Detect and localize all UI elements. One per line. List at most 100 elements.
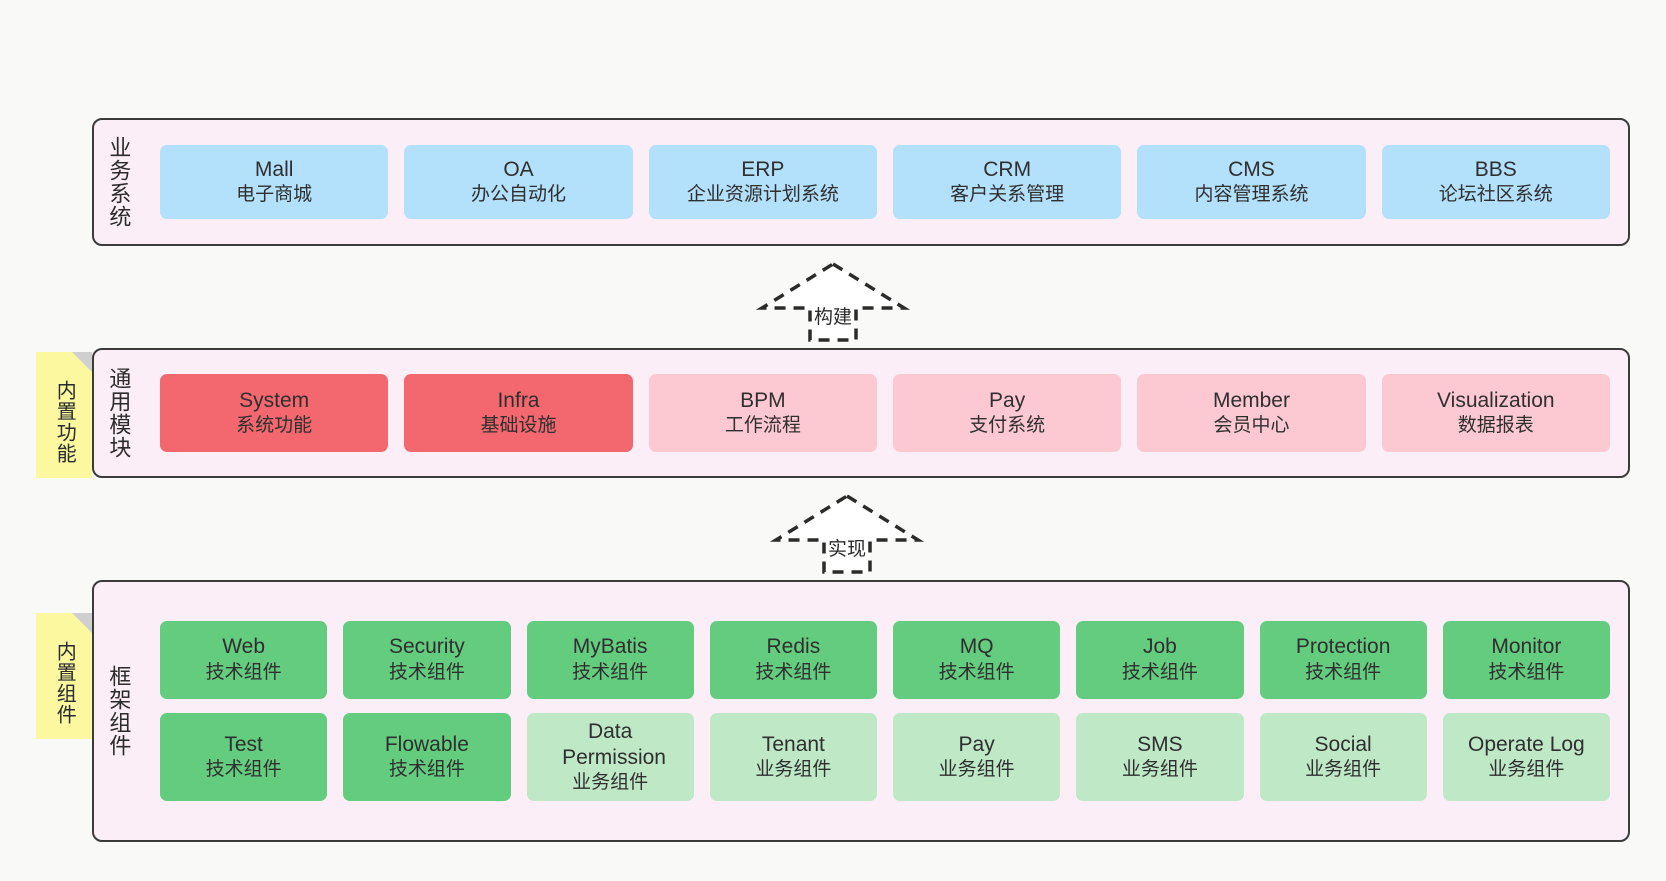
layer-label-business: 业务系统: [106, 136, 132, 228]
node-bpm-title: BPM: [740, 388, 786, 412]
node-system-title: System: [239, 388, 310, 412]
node-system[interactable]: System 系统功能: [160, 374, 389, 452]
node-test[interactable]: Test 技术组件: [160, 712, 328, 802]
node-web-title: Web: [222, 635, 266, 659]
node-pay-module-subtitle: 支付系统: [969, 415, 1046, 437]
connector-build-label: 构建: [813, 307, 853, 328]
node-member-subtitle: 会员中心: [1213, 415, 1290, 437]
node-operate-log-title: Operate Log: [1467, 732, 1585, 756]
node-sms-title: SMS: [1137, 732, 1183, 756]
note-builtin-components-text: 内置组件: [53, 641, 76, 725]
node-flowable[interactable]: Flowable 技术组件: [343, 712, 511, 802]
node-infra-title: Infra: [497, 388, 540, 412]
node-sms-subtitle: 业务组件: [1121, 759, 1198, 781]
layer-business-nodes: Mall 电子商城 OA 办公自动化 ERP 企业资源计划系统 CRM 客户关系…: [142, 120, 1628, 244]
node-crm[interactable]: CRM 客户关系管理: [892, 145, 1122, 219]
node-protection[interactable]: Protection 技术组件: [1259, 620, 1427, 699]
node-redis[interactable]: Redis 技术组件: [709, 620, 877, 699]
framework-row-business: Test 技术组件 Flowable 技术组件 Data Permission …: [152, 712, 1618, 802]
node-infra-subtitle: 基础设施: [480, 415, 557, 437]
node-mybatis[interactable]: MyBatis 技术组件: [526, 620, 694, 699]
framework-row-technical: Web 技术组件 Security 技术组件 MyBatis 技术组件 Redi…: [152, 620, 1618, 699]
node-bbs[interactable]: BBS 论坛社区系统: [1381, 145, 1610, 219]
node-mybatis-title: MyBatis: [572, 635, 648, 659]
node-web-subtitle: 技术组件: [205, 661, 282, 683]
node-operate-log-subtitle: 业务组件: [1488, 759, 1565, 781]
node-tenant-subtitle: 业务组件: [755, 759, 832, 781]
node-member[interactable]: Member 会员中心: [1137, 374, 1366, 452]
node-crm-title: CRM: [983, 157, 1032, 181]
node-visualization[interactable]: Visualization 数据报表: [1381, 374, 1610, 452]
node-sms[interactable]: SMS 业务组件: [1076, 712, 1244, 802]
node-pay-module[interactable]: Pay 支付系统: [892, 374, 1122, 452]
node-bpm[interactable]: BPM 工作流程: [648, 374, 877, 452]
node-flowable-subtitle: 技术组件: [388, 759, 465, 781]
node-pay-module-title: Pay: [989, 388, 1026, 412]
node-tenant[interactable]: Tenant 业务组件: [709, 712, 877, 802]
node-job-title: Job: [1142, 635, 1177, 659]
node-social-title: Social: [1314, 732, 1372, 756]
connector-build: 构建: [755, 260, 911, 342]
node-security[interactable]: Security 技术组件: [343, 620, 511, 699]
node-data-permission[interactable]: Data Permission 业务组件: [526, 712, 694, 802]
node-monitor[interactable]: Monitor 技术组件: [1442, 620, 1610, 699]
layer-label-modules: 通用模块: [106, 367, 132, 459]
node-bpm-subtitle: 工作流程: [724, 415, 801, 437]
node-security-title: Security: [388, 635, 465, 659]
node-tenant-title: Tenant: [761, 732, 825, 756]
node-pay-component[interactable]: Pay 业务组件: [893, 712, 1061, 802]
layer-common-modules: 通用模块 System 系统功能 Infra 基础设施 BPM 工作流程 Pay…: [92, 348, 1630, 478]
node-redis-title: Redis: [766, 635, 821, 659]
node-bbs-subtitle: 论坛社区系统: [1438, 184, 1553, 206]
node-pay-component-subtitle: 业务组件: [938, 759, 1015, 781]
node-mq[interactable]: MQ 技术组件: [893, 620, 1061, 699]
node-mall-title: Mall: [254, 157, 294, 181]
node-redis-subtitle: 技术组件: [755, 661, 832, 683]
node-visualization-subtitle: 数据报表: [1457, 415, 1534, 437]
layer-framework-components: 框架组件 Web 技术组件 Security 技术组件 MyBatis 技术组件…: [92, 580, 1630, 842]
node-mq-title: MQ: [959, 635, 994, 659]
node-monitor-title: Monitor: [1491, 635, 1562, 659]
node-operate-log[interactable]: Operate Log 业务组件: [1442, 712, 1610, 802]
build-arrow-icon: [755, 261, 911, 342]
node-infra[interactable]: Infra 基础设施: [404, 374, 633, 452]
node-oa[interactable]: OA 办公自动化: [404, 145, 633, 219]
node-security-subtitle: 技术组件: [388, 661, 465, 683]
node-data-permission-subtitle: 业务组件: [572, 772, 649, 794]
node-bbs-title: BBS: [1474, 157, 1517, 181]
node-test-subtitle: 技术组件: [205, 759, 282, 781]
node-erp-subtitle: 企业资源计划系统: [686, 184, 839, 206]
node-erp[interactable]: ERP 企业资源计划系统: [648, 145, 877, 219]
node-mq-subtitle: 技术组件: [938, 661, 1015, 683]
layer-framework-grid: Web 技术组件 Security 技术组件 MyBatis 技术组件 Redi…: [142, 582, 1628, 840]
node-visualization-title: Visualization: [1437, 388, 1555, 412]
note-builtin-features-text: 内置功能: [53, 380, 76, 464]
layer-label-framework: 框架组件: [106, 665, 132, 757]
node-cms[interactable]: CMS 内容管理系统: [1137, 145, 1366, 219]
node-mybatis-subtitle: 技术组件: [572, 661, 649, 683]
node-cms-subtitle: 内容管理系统: [1194, 184, 1309, 206]
implement-arrow-icon: [769, 493, 925, 574]
node-data-permission-title: Data Permission: [562, 719, 666, 770]
node-pay-component-title: Pay: [958, 732, 995, 756]
node-job-subtitle: 技术组件: [1121, 661, 1198, 683]
node-oa-subtitle: 办公自动化: [470, 184, 566, 206]
node-monitor-subtitle: 技术组件: [1488, 661, 1565, 683]
layer-modules-nodes: System 系统功能 Infra 基础设施 BPM 工作流程 Pay 支付系统…: [142, 350, 1628, 476]
node-test-title: Test: [224, 732, 263, 756]
node-protection-title: Protection: [1295, 635, 1391, 659]
node-erp-title: ERP: [741, 157, 785, 181]
node-mall-subtitle: 电子商城: [236, 184, 313, 206]
node-social-subtitle: 业务组件: [1305, 759, 1382, 781]
node-social[interactable]: Social 业务组件: [1259, 712, 1427, 802]
node-oa-title: OA: [503, 157, 534, 181]
node-web[interactable]: Web 技术组件: [160, 620, 328, 699]
note-builtin-features: 内置功能: [36, 352, 92, 478]
node-mall[interactable]: Mall 电子商城: [160, 145, 389, 219]
layer-business-systems: 业务系统 Mall 电子商城 OA 办公自动化 ERP 企业资源计划系统 CRM…: [92, 118, 1630, 246]
node-flowable-title: Flowable: [384, 732, 469, 756]
node-job[interactable]: Job 技术组件: [1076, 620, 1244, 699]
connector-implement-label: 实现: [827, 539, 867, 560]
node-protection-subtitle: 技术组件: [1305, 661, 1382, 683]
